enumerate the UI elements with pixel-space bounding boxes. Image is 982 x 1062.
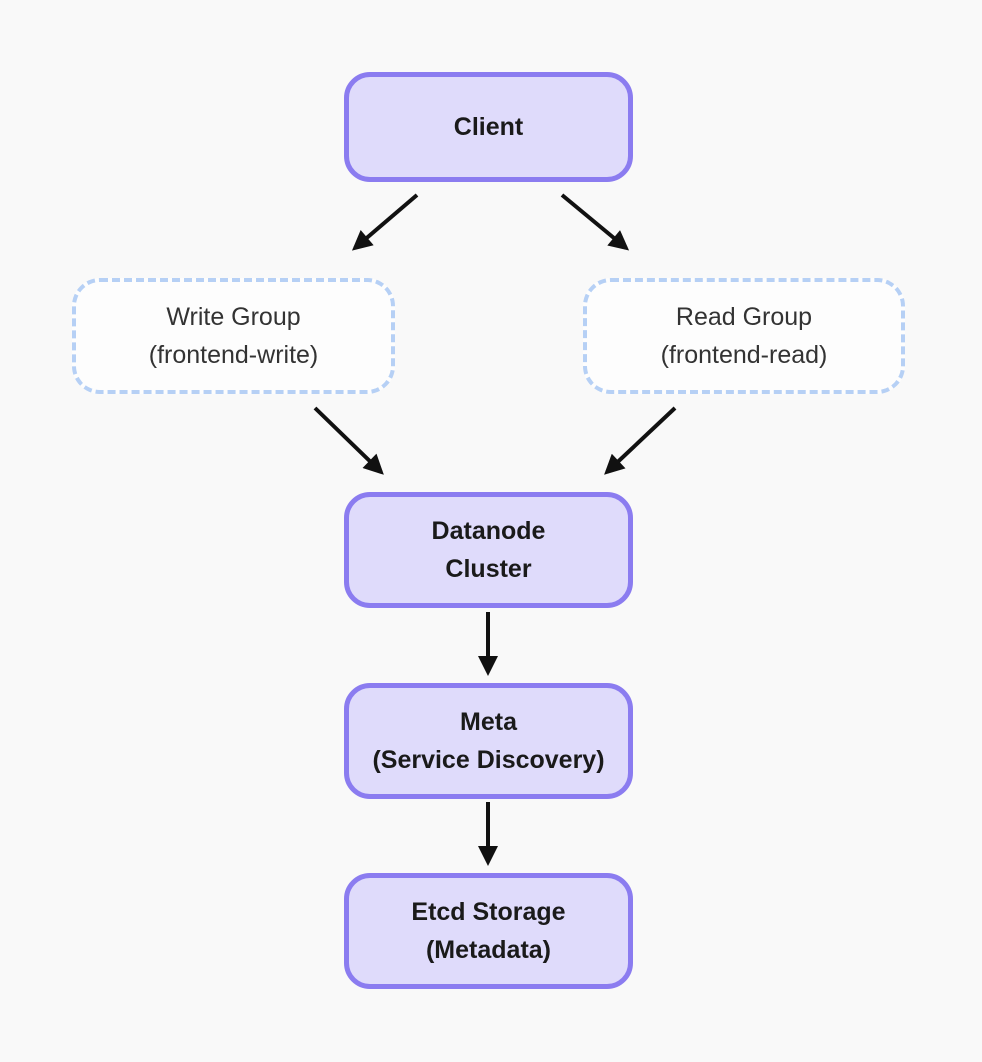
node-sublabel: (Service Discovery): [372, 746, 605, 774]
node-label: Etcd Storage: [411, 898, 566, 926]
node-label: Client: [453, 113, 524, 141]
node-read-group: Read Group (frontend-read): [583, 278, 905, 394]
node-datanode-cluster: Datanode Cluster: [344, 492, 633, 608]
node-label: Read Group: [675, 303, 813, 331]
node-meta-service-discovery: Meta (Service Discovery): [344, 683, 633, 799]
edge-read-group-to-datanode: [604, 406, 677, 475]
edge-client-to-read-group: [560, 193, 630, 251]
node-write-group: Write Group (frontend-write): [72, 278, 395, 394]
node-label: Meta: [460, 708, 517, 736]
node-label: Datanode: [431, 517, 546, 545]
node-label: Write Group: [166, 303, 301, 331]
node-client: Client: [344, 72, 633, 182]
node-etcd-storage: Etcd Storage (Metadata): [344, 873, 633, 989]
node-sublabel: (frontend-write): [148, 341, 319, 369]
node-sublabel: (Metadata): [425, 936, 551, 964]
edge-client-to-write-group: [351, 193, 419, 251]
node-sublabel: (frontend-read): [660, 341, 828, 369]
edge-write-group-to-datanode: [313, 406, 384, 475]
node-sublabel: Cluster: [445, 555, 532, 583]
